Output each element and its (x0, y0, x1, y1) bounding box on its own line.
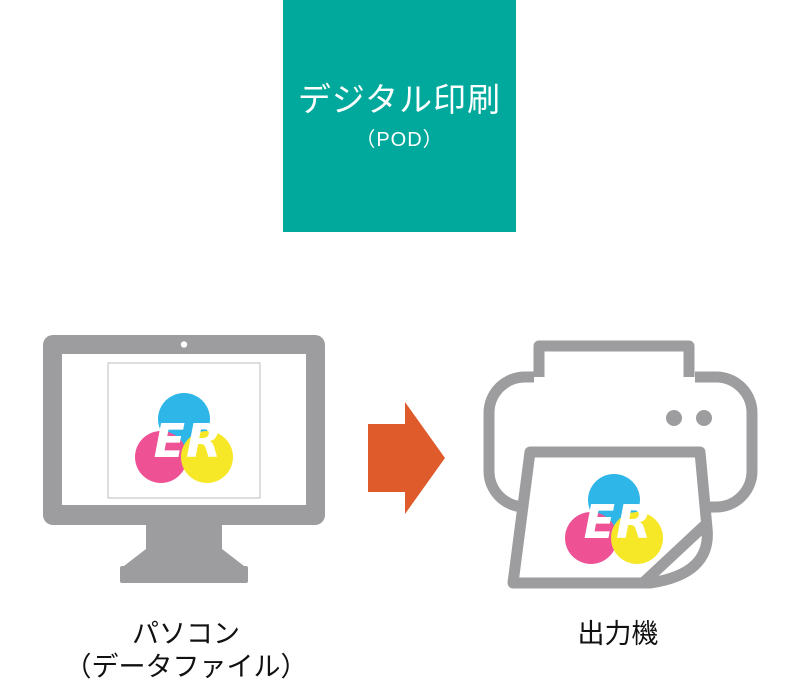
arrow-right-icon (368, 402, 445, 514)
logo-cyan-circle (158, 393, 210, 445)
webcam-dot-icon (180, 341, 188, 348)
logo-yellow-circle (611, 512, 663, 564)
cmy-logo-paper: ER (565, 474, 663, 564)
printer-label-text: 出力機 (577, 619, 659, 649)
paper-fold-crease (638, 520, 710, 588)
logo-cyan-circle (588, 474, 640, 526)
printer-icon: ER (483, 340, 758, 589)
monitor-stand-base (120, 566, 248, 583)
logo-letters: ER (154, 414, 223, 468)
printer-indicator-dot-left (666, 410, 682, 426)
logo-yellow-circle (181, 431, 233, 483)
printer-indicator-dot-right (696, 410, 712, 426)
monitor-stand-neck (124, 525, 244, 566)
page-title: デジタル印刷 (297, 80, 502, 118)
computer-label-line2: （データファイル） (64, 652, 308, 682)
computer-label: パソコン （データファイル） (14, 618, 358, 684)
cmy-logo-screen: ER (135, 393, 233, 483)
page-subtitle: （POD） (355, 129, 444, 152)
printer-tray (533, 340, 695, 377)
logo-magenta-circle (565, 512, 617, 564)
computer-icon: ER (43, 335, 325, 583)
logo-letters: ER (584, 495, 653, 549)
printer-label: 出力機 (468, 618, 768, 651)
title-box: デジタル印刷 （POD） (283, 0, 516, 232)
computer-label-line1: パソコン (132, 619, 240, 649)
logo-magenta-circle (135, 431, 187, 483)
